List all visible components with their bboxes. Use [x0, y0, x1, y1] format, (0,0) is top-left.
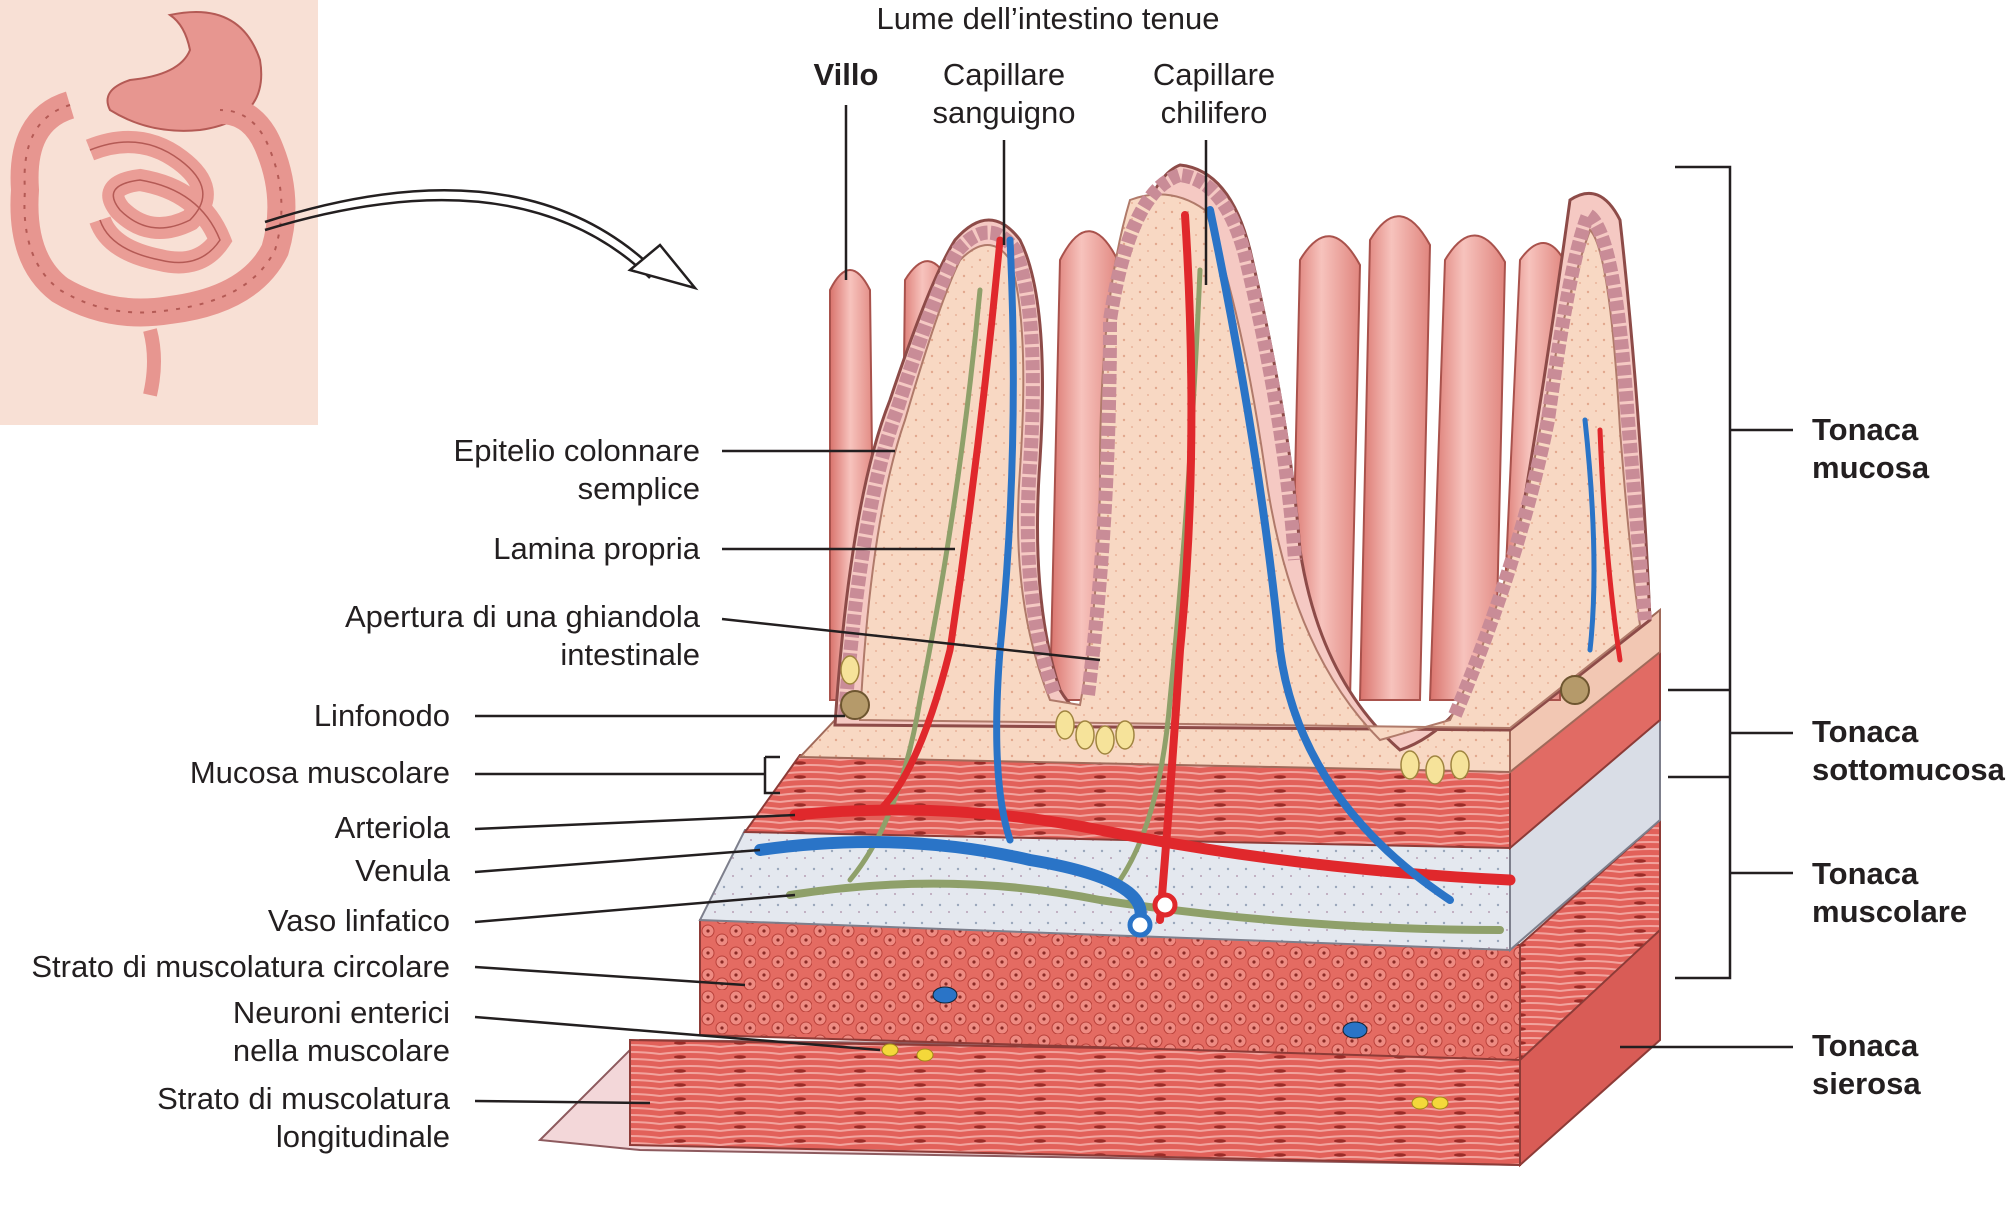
pointer-arrow — [264, 189, 699, 291]
label-tonaca-muscolare: Tonaca muscolare — [1812, 856, 1968, 929]
label-linfonodo: Linfonodo — [313, 698, 450, 733]
label-mucosa-muscolare: Mucosa muscolare — [189, 755, 450, 790]
enteric-neurons — [881, 986, 1449, 1110]
label-strato-circolare: Strato di muscolatura circolare — [31, 949, 450, 984]
label-arteriola: Arteriola — [334, 810, 450, 845]
label-strato-longitudinale: Strato di muscolatura longitudinale — [157, 1081, 450, 1154]
label-tonaca-sottomucosa: Tonaca sottomucosa — [1812, 714, 2005, 787]
vessels — [754, 206, 1623, 938]
villi-sectioned — [833, 163, 1652, 785]
label-tonaca-sierosa: Tonaca sierosa — [1812, 1028, 1921, 1101]
label-epitelio: Epitelio colonnare semplice — [453, 433, 700, 506]
layer-bracket — [1620, 165, 1793, 1049]
label-neuroni-enterici: Neuroni enterici nella muscolare — [232, 995, 450, 1068]
leader-lines — [474, 105, 1208, 1105]
abdomen-inset — [0, 0, 318, 425]
label-vaso-linfatico: Vaso linfatico — [267, 903, 450, 938]
label-lamina-propria: Lamina propria — [493, 531, 700, 566]
label-capillare-sanguigno: Capillare sanguigno — [932, 57, 1076, 130]
diagram-title: Lume dell’intestino tenue — [876, 1, 1220, 36]
label-apertura: Apertura di una ghiandola intestinale — [344, 599, 700, 672]
label-capillare-chilifero: Capillare chilifero — [1152, 57, 1276, 130]
label-tonaca-mucosa: Tonaca mucosa — [1812, 412, 1930, 485]
label-venula: Venula — [355, 853, 450, 888]
label-villo: Villo — [813, 57, 879, 92]
